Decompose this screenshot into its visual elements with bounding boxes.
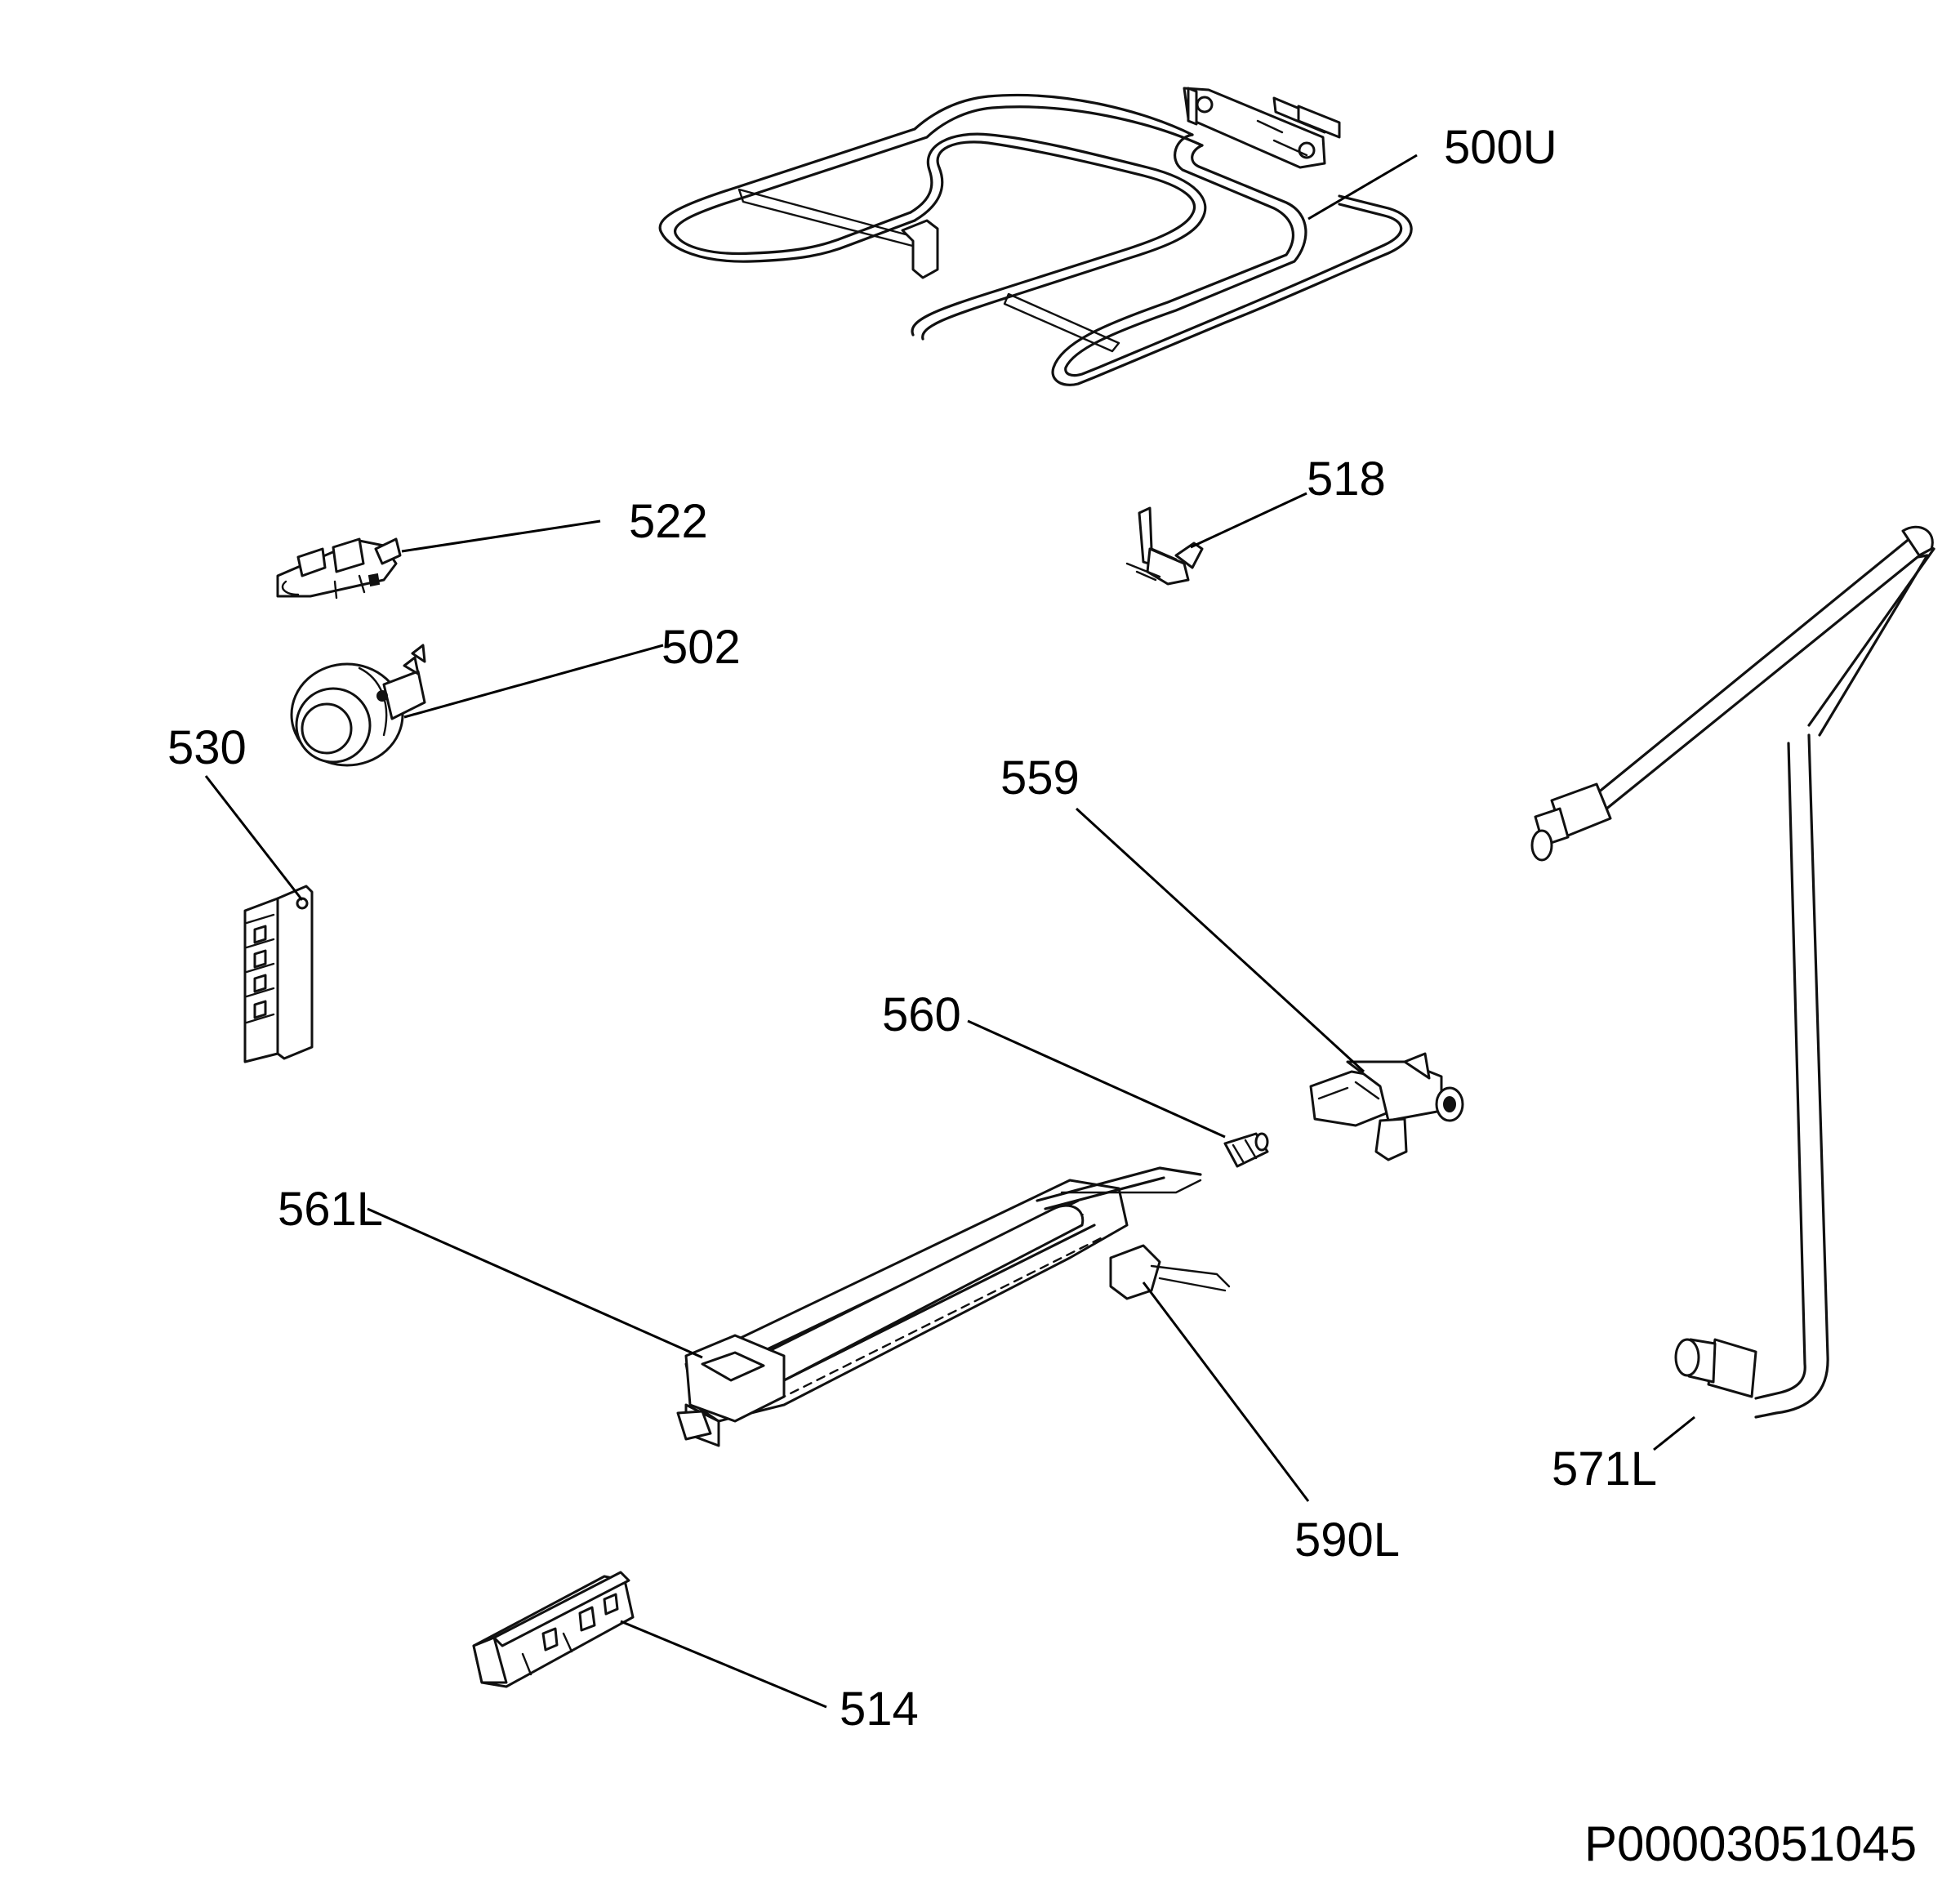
rotary-switch [290,644,426,767]
grill-heating-element [658,87,1413,386]
part-label-522: 522 [629,495,708,548]
ignition-generator [472,1571,635,1688]
part-label-561l: 561L [278,1183,383,1236]
part-label-571l: 571L [1552,1442,1657,1496]
part-label-514: 514 [840,1683,919,1736]
gas-valve [1309,1052,1464,1161]
part-label-560: 560 [882,988,961,1041]
burner-assembly [676,1166,1231,1447]
gas-pipe [1530,525,1936,1419]
part-label-500u: 500U [1444,121,1557,174]
terminal-strip [243,885,314,1063]
injector-nozzle [1223,1132,1269,1168]
part-label-530: 530 [167,721,247,774]
document-code: P00003051045 [1584,1816,1917,1871]
part-label-590l: 590L [1294,1513,1400,1567]
terminal-clip [1125,506,1204,586]
terminal-block-small [276,537,402,600]
part-label-502: 502 [662,621,741,674]
part-label-559: 559 [1000,751,1080,805]
part-label-518: 518 [1307,452,1386,506]
